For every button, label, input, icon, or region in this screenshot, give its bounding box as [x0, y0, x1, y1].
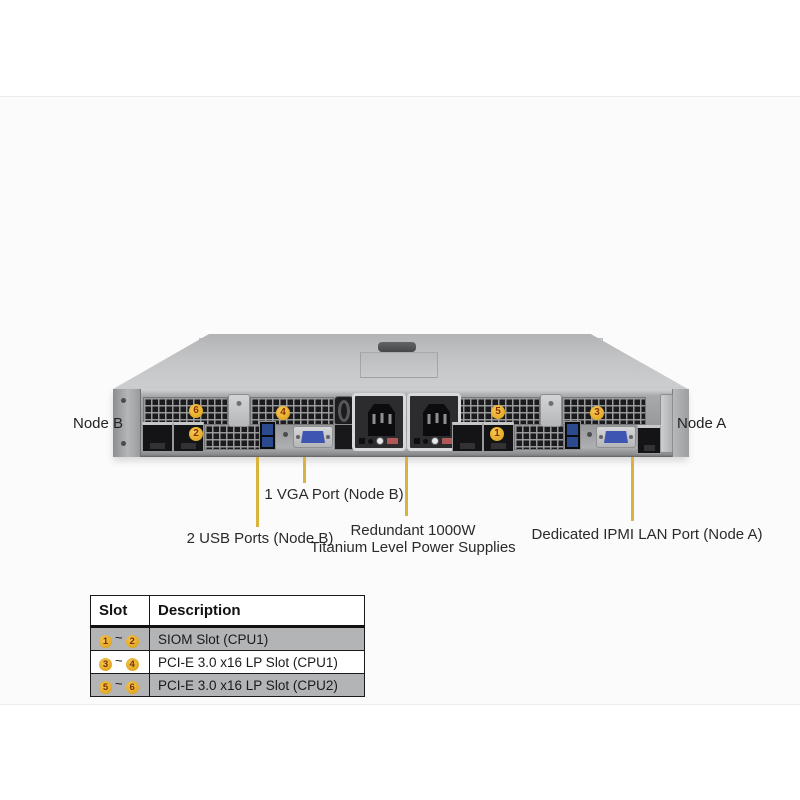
- description-column-header: Description: [149, 595, 365, 628]
- power-supply-left: [352, 393, 406, 451]
- table-row: 3~4 PCI-E 3.0 x16 LP Slot (CPU1): [90, 650, 365, 674]
- slot-badge: 2: [125, 635, 139, 648]
- slot-marker-5: 5: [491, 405, 505, 419]
- psu-callout-line: [405, 457, 408, 516]
- node-b-lower-grille: [204, 424, 260, 450]
- slot-badge: 3: [99, 658, 112, 671]
- usb-callout-label: 2 USB Ports (Node B): [186, 530, 334, 547]
- node-a-slot-grille-3: [562, 397, 646, 425]
- node-b-aux-port: [334, 424, 354, 450]
- slot-badge: 4: [125, 658, 139, 671]
- ipmi-callout-label: Dedicated IPMI LAN Port (Node A): [531, 526, 763, 543]
- screw-icon: [121, 398, 126, 403]
- power-inlet-icon: [368, 404, 395, 436]
- slot-column-header: Slot: [90, 595, 150, 628]
- node-a-slot-latch: [540, 394, 562, 427]
- slot-badge: 5: [99, 681, 112, 694]
- slot-badge: 1: [99, 635, 112, 648]
- slot-marker-6: 6: [189, 404, 203, 418]
- slot-range: 5~6: [90, 673, 150, 697]
- node-b-slot-grille-6: [143, 397, 228, 425]
- vga-callout-line: [303, 457, 306, 483]
- node-b-lan-port-1: [142, 422, 173, 452]
- slot-table: Slot Description 1~2 SIOM Slot (CPU1) 3~…: [90, 595, 365, 697]
- slot-range: 3~4: [90, 650, 150, 674]
- slot-marker-4: 4: [276, 406, 290, 420]
- lid-access-plate: [360, 352, 438, 378]
- range-tilde: ~: [115, 653, 123, 668]
- ipmi-callout-line: [631, 457, 634, 521]
- usb-callout-line: [256, 457, 259, 527]
- table-row: 1~2 SIOM Slot (CPU1): [90, 626, 365, 651]
- psu-indicators: [359, 437, 398, 445]
- range-tilde: ~: [115, 676, 123, 691]
- range-tilde: ~: [115, 630, 123, 645]
- psu-indicators: [414, 437, 453, 445]
- node-b-usb-ports: [259, 421, 276, 450]
- screw-icon: [283, 432, 288, 437]
- node-a-release-latch: [660, 394, 673, 453]
- screw-icon: [121, 441, 126, 446]
- slot-badge: 6: [125, 681, 139, 694]
- node-a-usb-ports: [564, 421, 581, 450]
- node-b-slot-latch: [228, 394, 250, 427]
- node-a-label: Node A: [677, 415, 727, 432]
- psu-callout-label: Redundant 1000W Titanium Level Power Sup…: [310, 522, 516, 556]
- table-row: 5~6 PCI-E 3.0 x16 LP Slot (CPU2): [90, 673, 365, 697]
- node-a-vga-port: [596, 426, 636, 448]
- vga-callout-label: 1 VGA Port (Node B): [264, 486, 404, 503]
- slot-marker-3: 3: [590, 406, 604, 420]
- slot-description: PCI-E 3.0 x16 LP Slot (CPU2): [149, 673, 365, 697]
- slot-description: SIOM Slot (CPU1): [149, 626, 365, 651]
- lid-handle: [378, 342, 416, 352]
- node-a-ipmi-lan-port: [637, 425, 661, 454]
- node-a-lan-port-1: [452, 422, 483, 452]
- node-b-slot-grille-4: [250, 397, 334, 425]
- node-b-vga-port: [293, 426, 333, 448]
- slot-marker-2: 2: [189, 427, 203, 441]
- node-b-label: Node B: [73, 415, 124, 432]
- screw-icon: [587, 432, 592, 437]
- node-a-lower-grille: [514, 424, 564, 450]
- slot-range: 1~2: [90, 626, 150, 651]
- table-header-row: Slot Description: [90, 595, 365, 628]
- power-inlet-icon: [423, 404, 450, 436]
- rack-ear-left: [113, 389, 141, 457]
- product-photo-panel: 6 4 2 5 3 1 Node B Node A 1 VGA Port (No…: [0, 96, 800, 705]
- slot-marker-1: 1: [490, 427, 504, 441]
- slot-description: PCI-E 3.0 x16 LP Slot (CPU1): [149, 650, 365, 674]
- node-b-pull-ring: [334, 396, 354, 426]
